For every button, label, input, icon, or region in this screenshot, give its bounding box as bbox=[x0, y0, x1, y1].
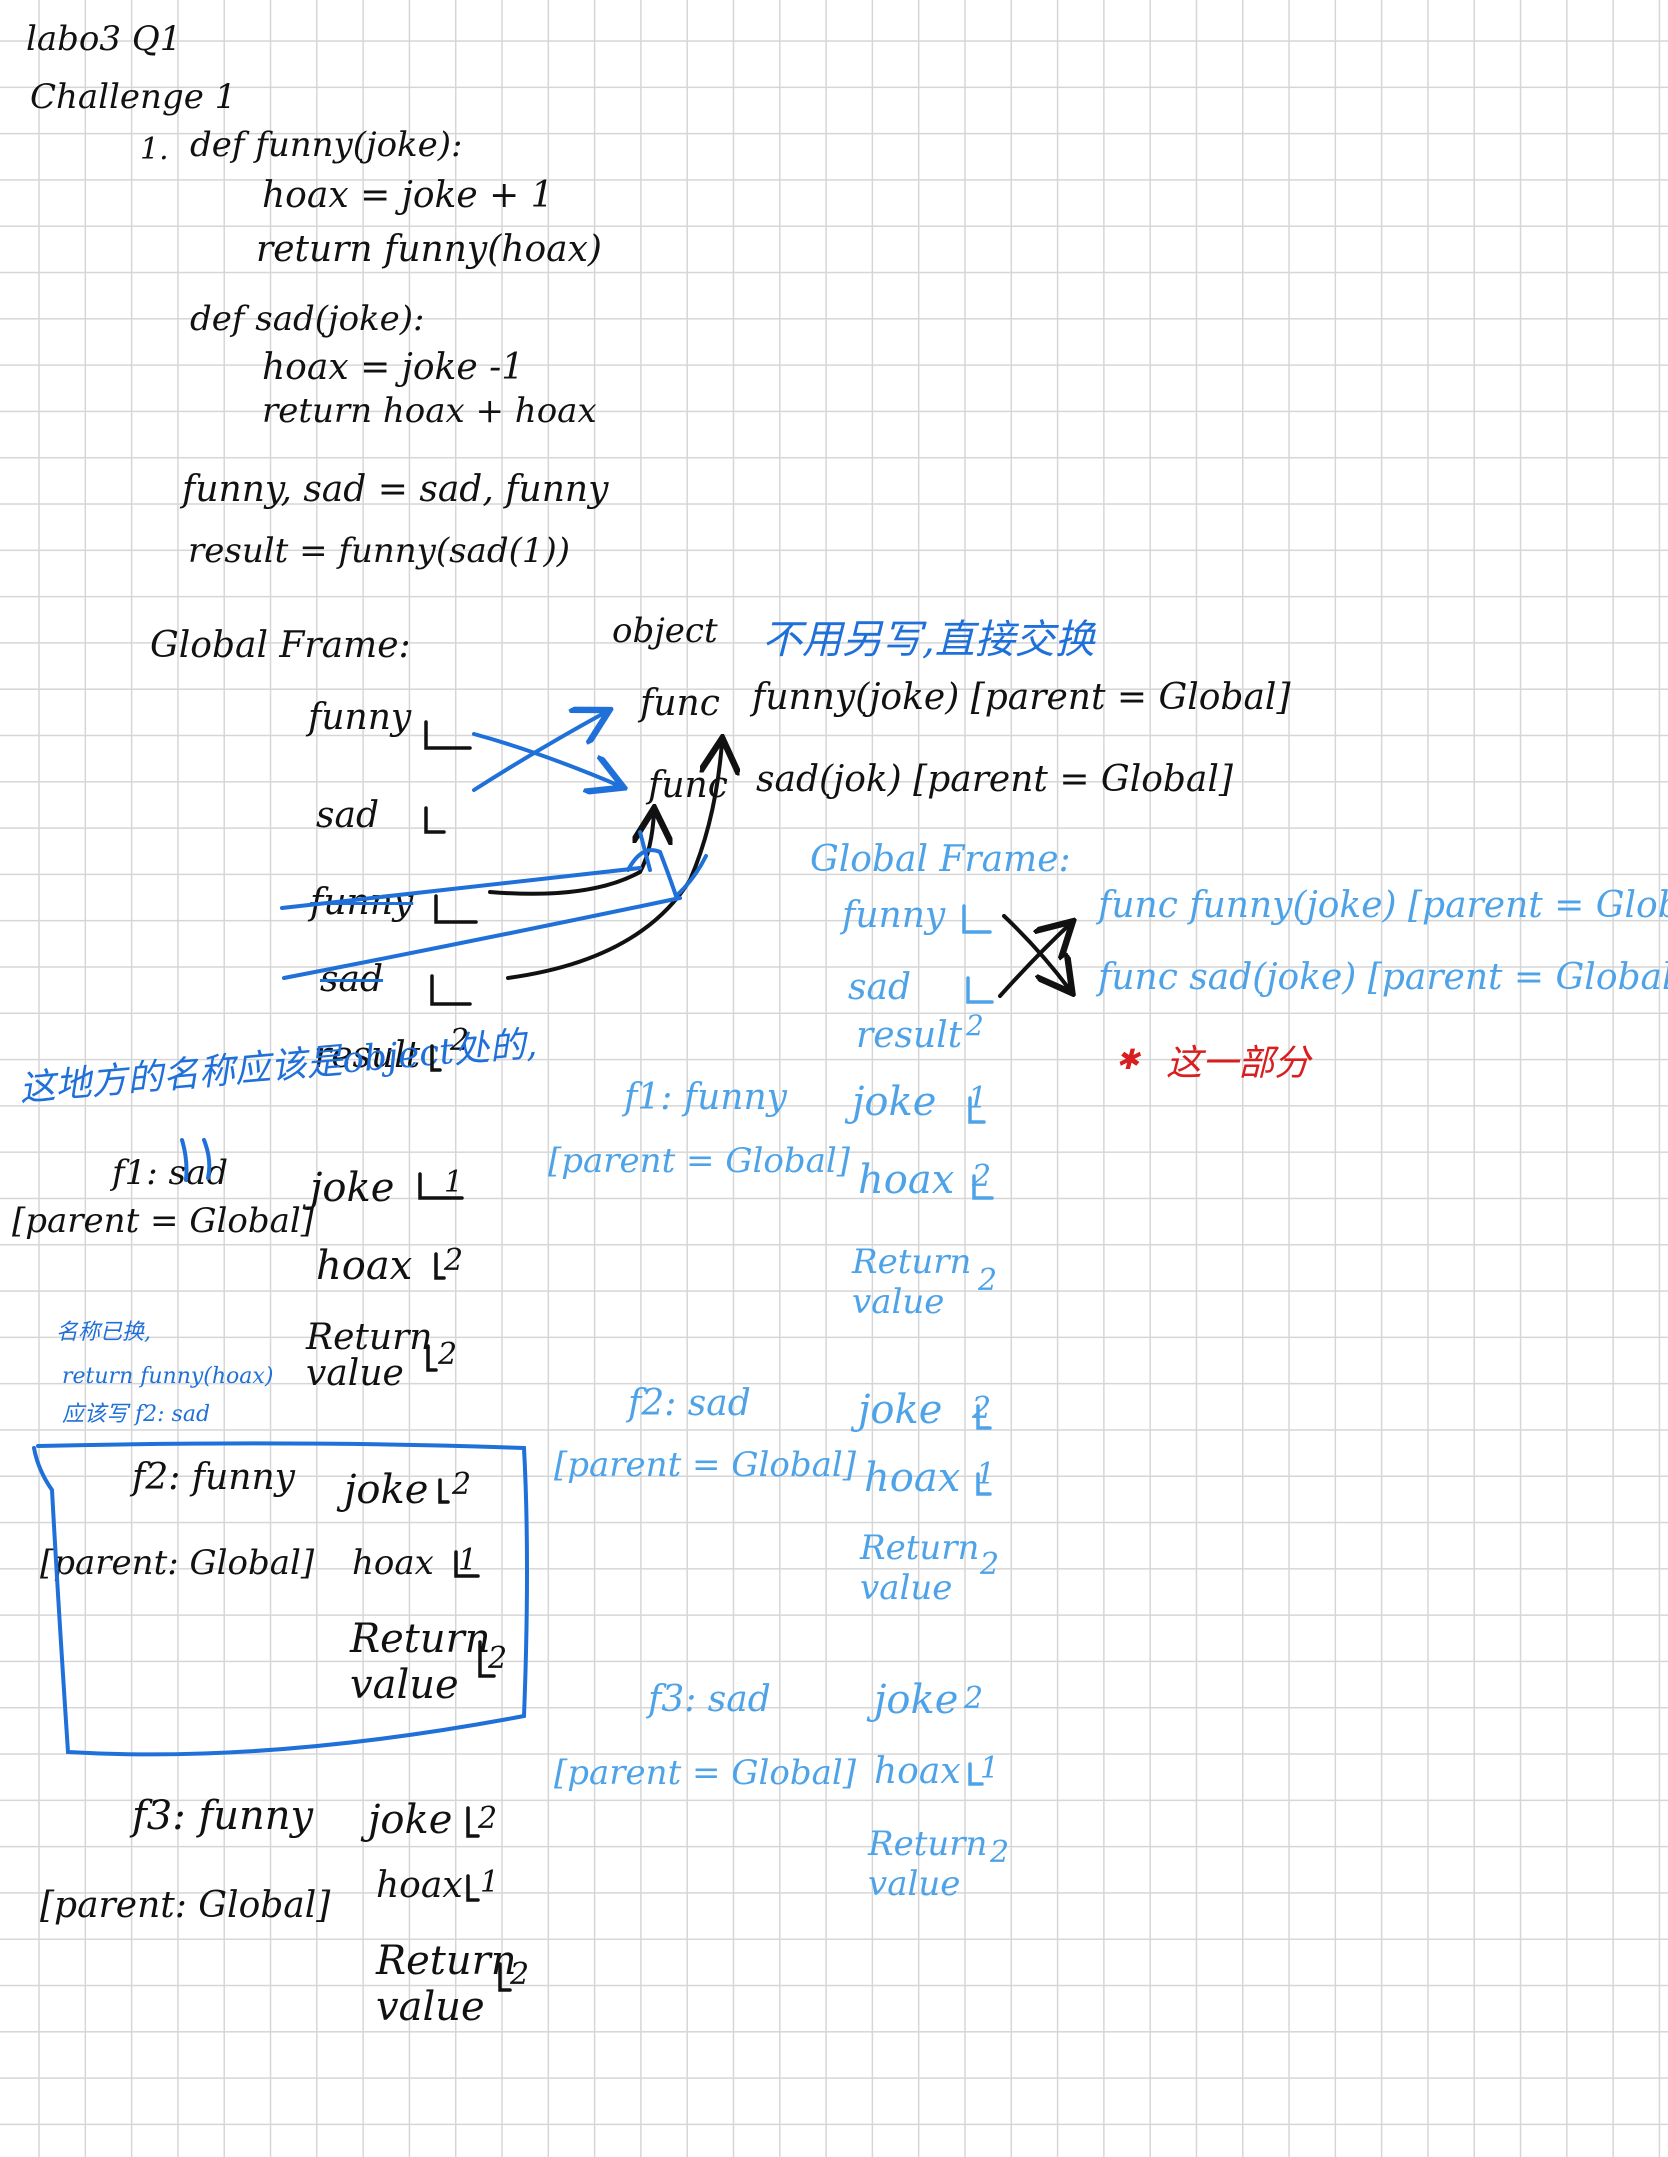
f2-key: joke bbox=[344, 1467, 429, 1513]
global-var-funny: funny bbox=[308, 697, 412, 738]
f1-key: joke bbox=[310, 1165, 395, 1211]
f2-value: 2 bbox=[488, 1641, 508, 1676]
correction-f1-parent: [parent = Global] bbox=[548, 1141, 851, 1181]
note-rename-line: 名称已换, bbox=[56, 1320, 151, 1345]
correction-f3-key: hoax bbox=[874, 1751, 961, 1792]
f1-value: 1 bbox=[444, 1165, 464, 1200]
code-line: funny, sad = sad, funny bbox=[182, 469, 609, 510]
pointer-marks bbox=[418, 720, 512, 1992]
correction-f3-key: joke bbox=[874, 1677, 959, 1723]
swap-arrows bbox=[472, 712, 620, 790]
correction-f1-value: 2 bbox=[972, 1159, 992, 1194]
f1-value: 2 bbox=[444, 1243, 464, 1278]
f1-parent: [parent = Global] bbox=[12, 1201, 315, 1241]
func-sad-signature: sad(jok) [parent = Global] bbox=[756, 759, 1233, 800]
correction-f2-value: 1 bbox=[976, 1457, 996, 1492]
correction-f2-key: Return value bbox=[860, 1528, 980, 1608]
correction-func-sad: func sad(joke) [parent = Global] bbox=[1098, 957, 1668, 998]
code-line: return funny(hoax) bbox=[256, 229, 602, 270]
code-line: result = funny(sad(1)) bbox=[188, 531, 571, 571]
correction-f3-value: 1 bbox=[980, 1751, 1000, 1786]
f2-key: Return value bbox=[350, 1616, 491, 1708]
global-result-value: 2 bbox=[450, 1023, 470, 1058]
code-line: return hoax + hoax bbox=[262, 391, 597, 431]
code-line: def sad(joke): bbox=[190, 299, 425, 339]
func-funny-prefix: func bbox=[640, 683, 720, 724]
correction-f3-value: 2 bbox=[964, 1681, 984, 1716]
strike-scribbles bbox=[180, 830, 708, 1182]
note-rename-line: return funny(hoax) bbox=[62, 1364, 274, 1389]
correction-swap-arrows bbox=[998, 914, 1070, 996]
note-swap: 不用另写,直接交换 bbox=[762, 617, 1095, 663]
f2-key: hoax bbox=[352, 1543, 434, 1583]
correction-f3-name: f3: sad bbox=[648, 1679, 771, 1720]
f3-value: 2 bbox=[510, 1957, 530, 1992]
correction-f3-parent: [parent = Global] bbox=[554, 1753, 857, 1793]
code-line: hoax = joke -1 bbox=[262, 347, 525, 388]
f2-name: f2: funny bbox=[132, 1457, 296, 1498]
correction-pointer-marks bbox=[962, 904, 994, 1786]
page-subtitle: Challenge 1 bbox=[30, 77, 237, 117]
code-line: hoax = joke + 1 bbox=[262, 175, 554, 216]
note-rename-line: 应该写 f2: sad bbox=[62, 1402, 211, 1427]
f3-key: joke bbox=[368, 1797, 453, 1843]
correction-f3-key: Return value bbox=[868, 1824, 988, 1904]
f1-value: 2 bbox=[438, 1337, 458, 1372]
correction-global-sad: sad bbox=[848, 967, 911, 1008]
f2-value: 2 bbox=[452, 1467, 472, 1502]
f2-parent: [parent: Global] bbox=[40, 1543, 315, 1583]
correction-note: 这一部分 bbox=[1166, 1043, 1311, 1084]
correction-f1-key: Return value bbox=[852, 1242, 972, 1322]
correction-f1-key: hoax bbox=[858, 1157, 955, 1203]
f2-highlight-box bbox=[32, 1441, 529, 1757]
page-title: labo3 Q1 bbox=[26, 19, 182, 59]
correction-f2-parent: [parent = Global] bbox=[554, 1445, 857, 1485]
correction-global-result-value: 2 bbox=[966, 1009, 984, 1042]
f3-name: f3: funny bbox=[132, 1793, 314, 1839]
correction-f1-name: f1: funny bbox=[624, 1077, 788, 1118]
correction-func-funny: func funny(joke) [parent = Global] bbox=[1098, 885, 1668, 926]
correction-global-funny: funny bbox=[842, 895, 946, 936]
correction-f2-name: f2: sad bbox=[628, 1383, 751, 1424]
global-var-result: result bbox=[314, 1035, 421, 1076]
correction-f2-key: hoax bbox=[864, 1455, 961, 1501]
correction-f2-value: 2 bbox=[980, 1547, 1000, 1582]
old-pointers bbox=[488, 742, 722, 980]
correction-global-frame-label: Global Frame: bbox=[810, 839, 1071, 880]
f3-parent: [parent: Global] bbox=[40, 1885, 331, 1926]
correction-f1-value: 1 bbox=[968, 1081, 988, 1116]
f1-key: Return value bbox=[306, 1317, 433, 1394]
object-label: object bbox=[612, 611, 718, 651]
f3-value: 1 bbox=[480, 1865, 500, 1900]
f1-key: hoax bbox=[316, 1243, 413, 1289]
func-funny-signature: funny(joke) [parent = Global] bbox=[752, 677, 1291, 718]
correction-global-result: result bbox=[856, 1015, 963, 1056]
f3-value: 2 bbox=[478, 1801, 498, 1836]
star-icon: ✱ bbox=[1116, 1043, 1140, 1076]
correction-f3-value: 2 bbox=[990, 1835, 1010, 1870]
f3-key: Return value bbox=[376, 1938, 517, 2030]
f3-key: hoax bbox=[376, 1865, 463, 1906]
code-line: def funny(joke): bbox=[190, 125, 463, 165]
global-var-sad: sad bbox=[316, 795, 379, 836]
code-item-number: 1. bbox=[140, 132, 169, 167]
correction-f1-value: 2 bbox=[978, 1263, 998, 1298]
correction-f1-key: joke bbox=[852, 1079, 937, 1125]
correction-f2-key: joke bbox=[858, 1387, 943, 1433]
f2-value: 1 bbox=[458, 1543, 478, 1578]
global-frame-label: Global Frame: bbox=[150, 625, 411, 666]
